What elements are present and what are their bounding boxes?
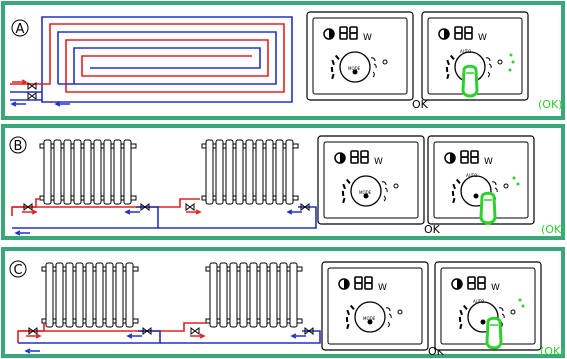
auto-label: AUTO	[466, 173, 477, 178]
unit-label: W	[363, 33, 372, 43]
panel-frame	[1, 247, 565, 358]
underfloor-loop	[10, 16, 293, 103]
radiator-1	[41, 262, 139, 328]
unit-label: W	[484, 157, 493, 167]
unit-label: W	[374, 157, 383, 167]
valve	[185, 203, 195, 211]
finger-press	[479, 191, 497, 225]
supply-arrow	[26, 333, 42, 339]
panel-c: C W MODE OK W AUTO (OK)	[1, 247, 565, 358]
thermostat-left	[317, 135, 425, 225]
right-status: (OK)	[540, 345, 564, 358]
finger-press	[485, 316, 503, 350]
panel-letter: B	[14, 139, 23, 154]
mode-label: MODE	[348, 66, 361, 71]
valve	[190, 327, 200, 335]
panel-letter: C	[13, 263, 22, 278]
unit-label: W	[491, 283, 500, 293]
auto-indicator	[512, 176, 520, 186]
return-arrow	[24, 348, 40, 354]
radiator-1	[39, 139, 137, 205]
return-arrow	[290, 333, 306, 339]
supply-arrow	[12, 79, 28, 85]
panel-letter-circle	[9, 136, 27, 154]
panel-frame	[1, 1, 565, 120]
radiator-2	[201, 139, 299, 205]
left-status: OK	[412, 98, 429, 111]
left-status: OK	[424, 223, 441, 236]
mode-label: MODE	[359, 190, 372, 195]
unit-label: W	[478, 33, 487, 43]
return-arrow	[124, 209, 140, 215]
panel-a: A W MODE OK W AUTO (OK)	[1, 1, 565, 120]
valve-return	[27, 92, 37, 100]
return-arrow	[14, 230, 30, 236]
panel-letter: A	[16, 22, 25, 37]
panel-letter-circle	[11, 19, 29, 37]
panel-frame	[1, 124, 565, 240]
pipe-network	[11, 198, 317, 229]
supply-arrow	[22, 209, 38, 215]
auto-label: AUTO	[460, 49, 471, 54]
supply-arrow	[186, 209, 202, 215]
mode-label: MODE	[363, 316, 376, 321]
right-status: (OK)	[541, 223, 565, 236]
right-status: (OK)	[538, 98, 562, 111]
pipe-network	[17, 322, 321, 344]
supply-arrow	[190, 333, 206, 339]
radiator-2	[205, 262, 303, 328]
thermostat-left	[321, 261, 429, 351]
return-arrow	[286, 209, 302, 215]
finger-press	[461, 64, 479, 98]
panel-b: B W MODE OK W AUTO (OK)	[1, 124, 565, 240]
auto-indicator	[518, 298, 525, 308]
unit-label: W	[378, 283, 387, 293]
auto-label: AUTO	[473, 299, 484, 304]
return-arrow-1	[10, 101, 26, 107]
return-arrow	[126, 333, 142, 339]
panel-letter-circle	[9, 260, 27, 278]
auto-indicator	[508, 53, 515, 72]
return-arrow-2	[54, 101, 70, 107]
thermostat-left	[306, 11, 414, 101]
